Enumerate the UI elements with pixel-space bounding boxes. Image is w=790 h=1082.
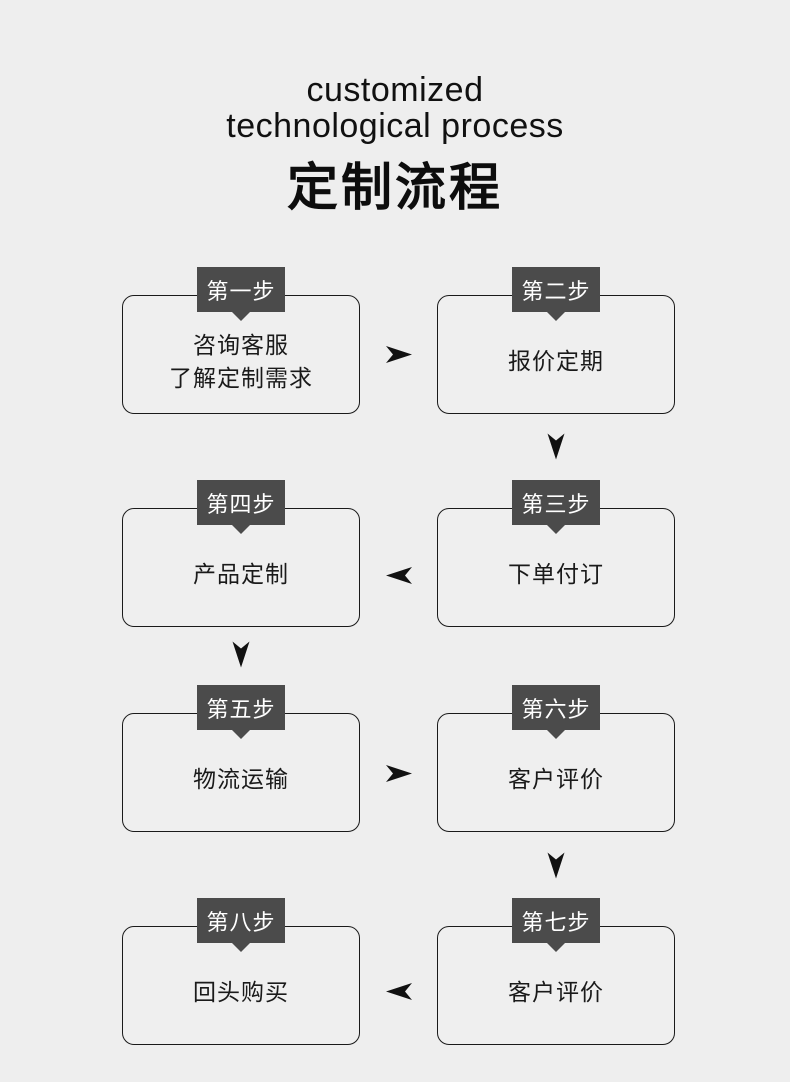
arrow-left-icon [386,983,412,1000]
step-description-line: 报价定期 [508,348,604,374]
step-description-line: 了解定制需求 [169,364,313,391]
step-description-line: 回头购买 [193,979,289,1005]
step-card-7: 第七步 客户评价 [437,898,675,1045]
step-card-6: 第六步 客户评价 [437,685,675,832]
title-english-line1: customized [306,71,484,109]
step-description-line: 咨询客服 [193,331,289,358]
step-description-line: 客户评价 [508,766,604,792]
step-badge-label: 第一步 [206,278,276,304]
step-badge-7: 第七步 [512,898,600,943]
arrow-down-icon [232,641,250,668]
step-description-line: 物流运输 [193,766,289,792]
step-badge-label: 第七步 [521,909,591,935]
step-badge-1: 第一步 [197,267,285,312]
title-english-line2: technological process [226,107,564,145]
title-chinese: 定制流程 [286,159,503,216]
step-badge-5: 第五步 [197,685,285,730]
step-badge-label: 第六步 [521,696,591,722]
step-card-4: 第四步 产品定制 [122,480,360,627]
step-card-3: 第三步 下单付订 [437,480,675,627]
step-card-5: 第五步 物流运输 [122,685,360,832]
step-badge-label: 第八步 [206,909,276,935]
step-description-line: 产品定制 [193,561,289,587]
step-description-line: 下单付订 [508,561,604,587]
step-badge-4: 第四步 [197,480,285,525]
step-card-8: 第八步 回头购买 [122,898,360,1045]
step-badge-3: 第三步 [512,480,600,525]
step-description-line: 客户评价 [508,979,604,1005]
step-badge-8: 第八步 [197,898,285,943]
header: customized technological process 定制流程 [0,72,790,215]
title-english: customized technological process [0,72,790,144]
step-badge-2: 第二步 [512,267,600,312]
step-badge-label: 第五步 [206,696,276,722]
step-badge-6: 第六步 [512,685,600,730]
step-badge-label: 第三步 [521,491,591,517]
step-badge-label: 第二步 [521,278,591,304]
arrow-right-icon [386,346,412,363]
arrow-left-icon [386,567,412,584]
arrow-down-icon [547,852,565,879]
arrow-right-icon [386,765,412,782]
step-card-2: 第二步 报价定期 [437,267,675,414]
step-card-1: 第一步 咨询客服 了解定制需求 [122,267,360,414]
step-badge-label: 第四步 [206,491,276,517]
arrow-down-icon [547,433,565,460]
